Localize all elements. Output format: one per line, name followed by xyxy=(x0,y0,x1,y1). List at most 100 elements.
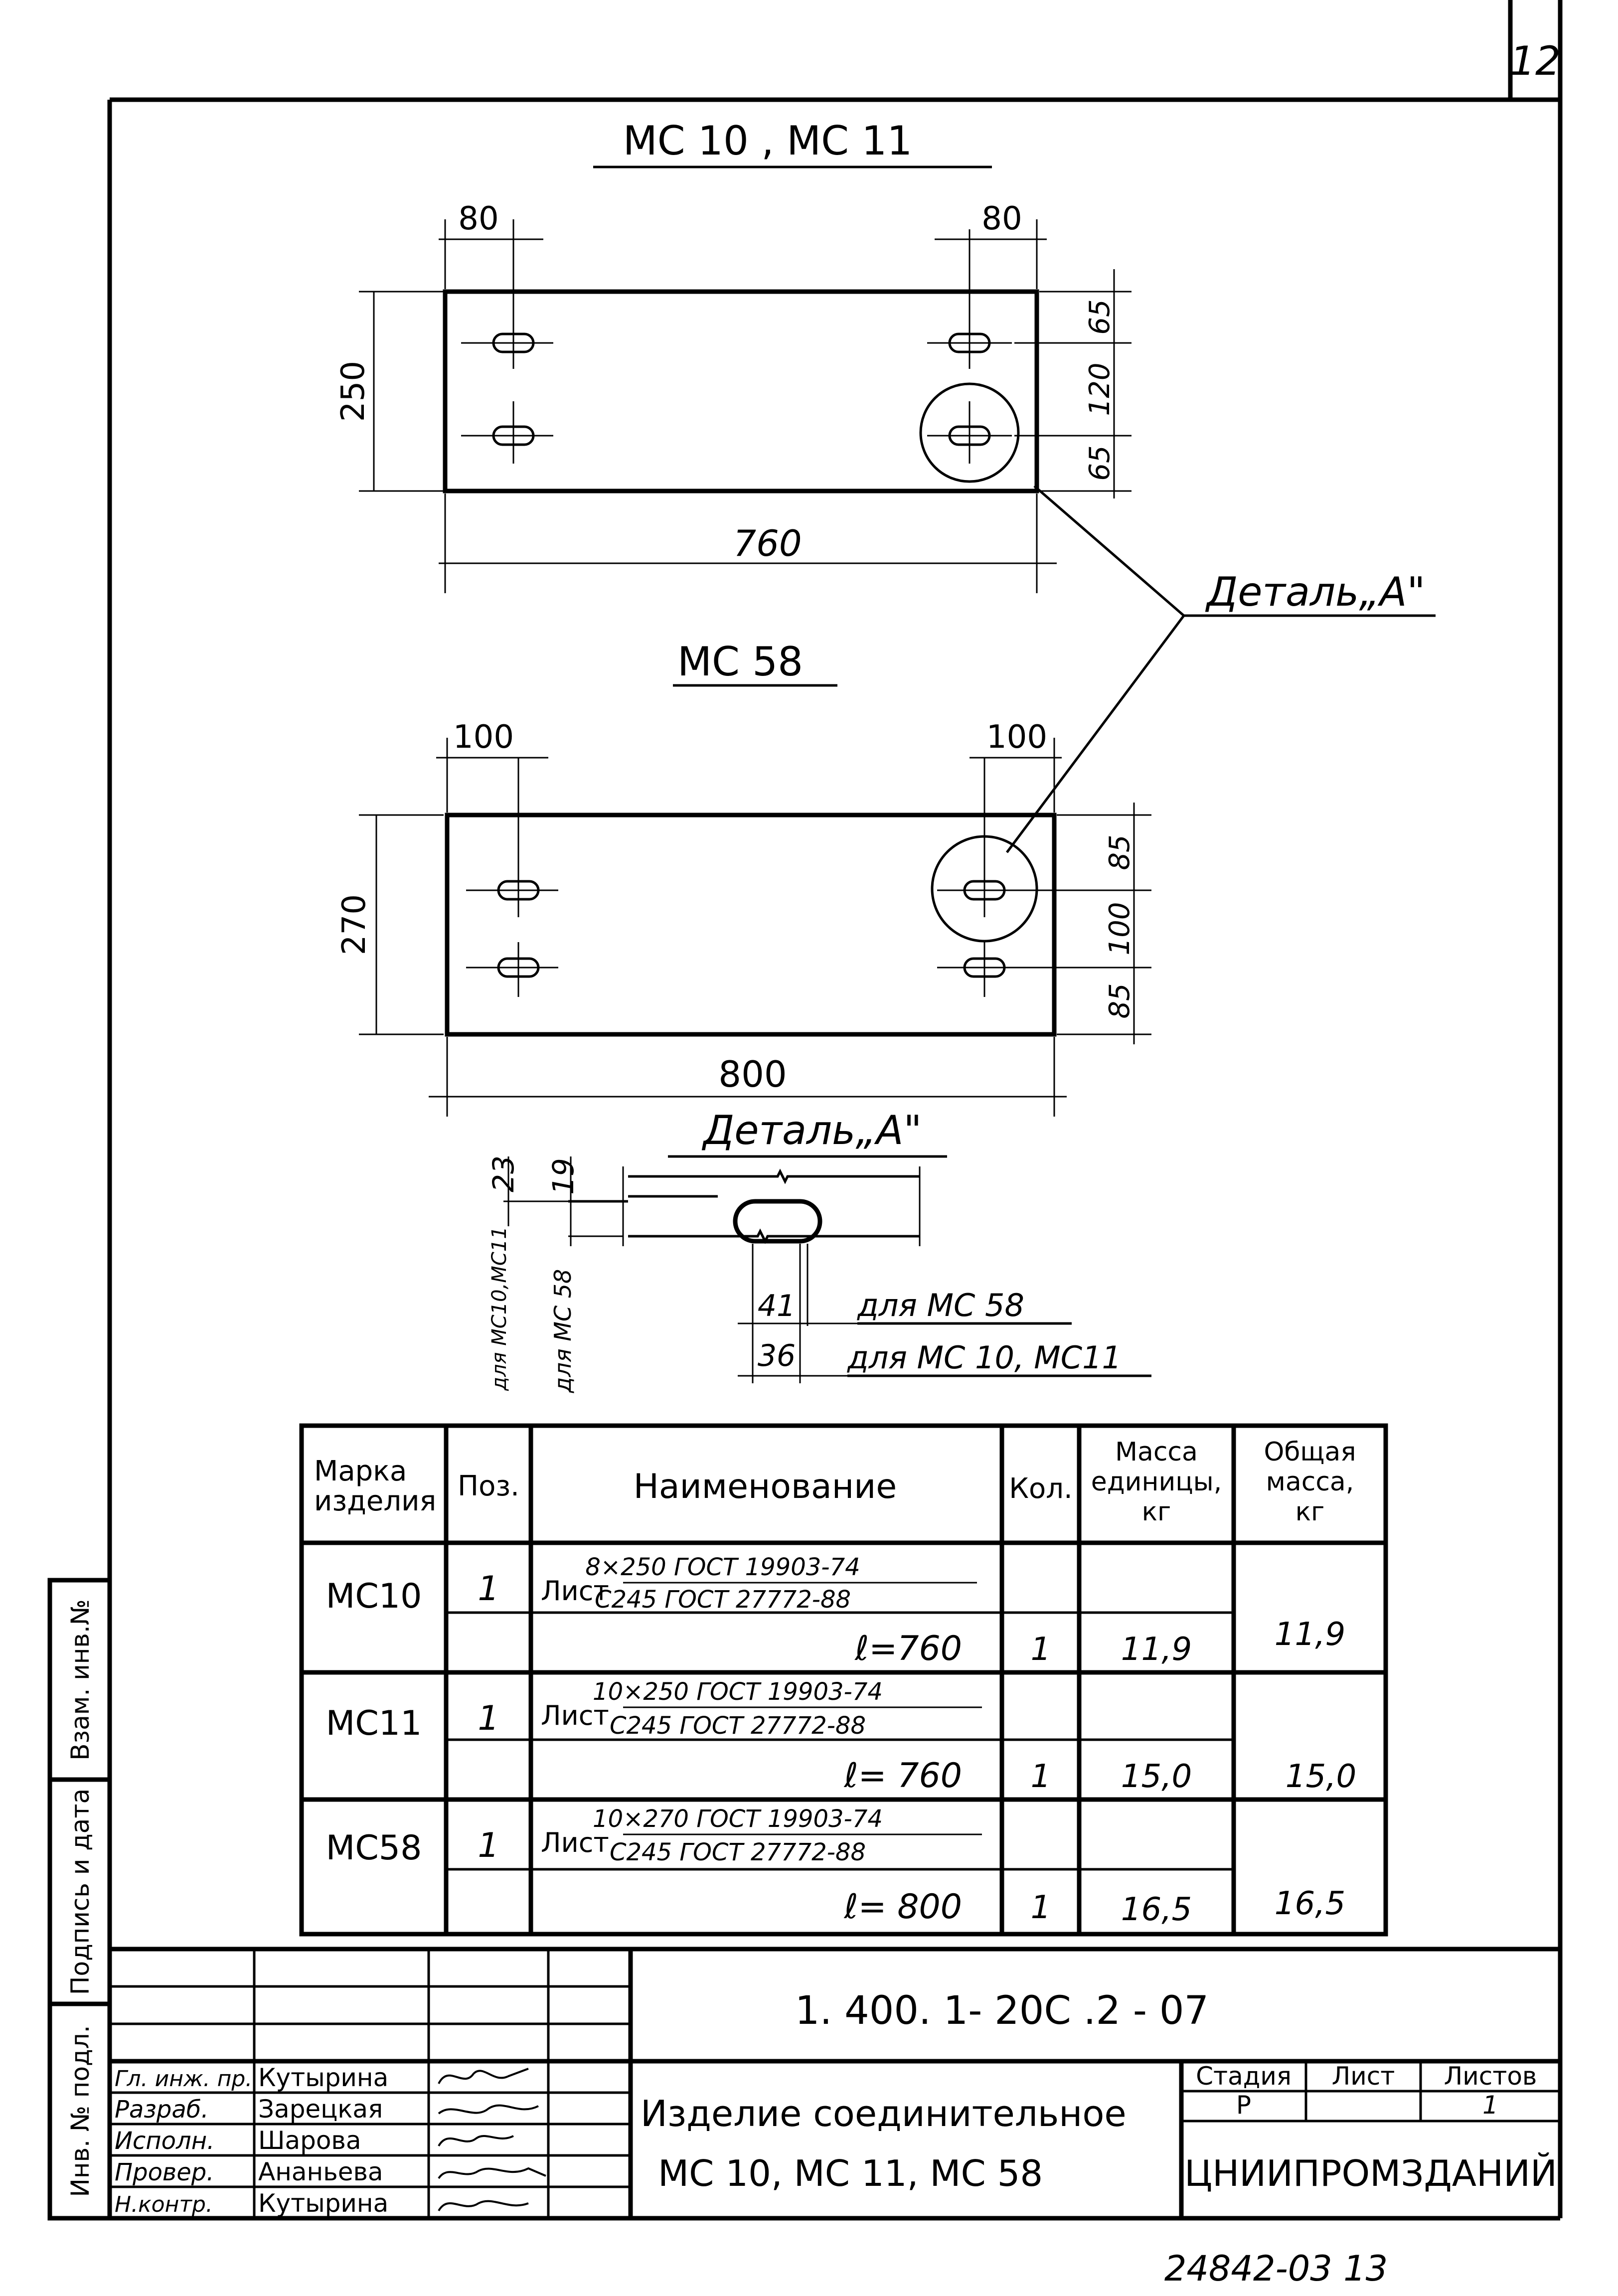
middle-dimension-lines xyxy=(359,738,1151,1117)
side-stamp-inv-podl: Инв. № подл. xyxy=(66,2025,95,2197)
row-mark: МС10 xyxy=(326,1577,422,1616)
top-detail-circle xyxy=(919,382,1020,483)
row-name-bottom: С245 ГОСТ 27772-88 xyxy=(610,1712,866,1740)
row-length: ℓ= 760 xyxy=(844,1756,962,1796)
row-unit-mass: 16,5 xyxy=(1121,1891,1192,1928)
detail-callout-label: Деталь„А" xyxy=(1205,569,1426,615)
role-label: Разраб. xyxy=(115,2096,209,2124)
row-pos: 1 xyxy=(478,1826,499,1865)
detail-note-36: для МС 10, МС11 xyxy=(847,1339,1122,1376)
detail-dim-23: 23 xyxy=(486,1155,520,1192)
top-dim-width: 760 xyxy=(733,522,802,564)
row-name-top: 8×250 ГОСТ 19903-74 xyxy=(585,1553,860,1581)
top-dim-r3: 65 xyxy=(1084,445,1116,481)
table-row: МС10 1 Лист 8×250 ГОСТ 19903-74 С245 ГОС… xyxy=(326,1553,1346,1668)
role-name: Кутырина xyxy=(258,2189,388,2218)
row-length: ℓ=760 xyxy=(854,1629,962,1668)
row-name-bottom: С245 ГОСТ 27772-88 xyxy=(595,1586,851,1614)
row-qty: 1 xyxy=(1031,1758,1051,1795)
row-length: ℓ= 800 xyxy=(844,1887,962,1927)
signature-scribbles xyxy=(438,2068,546,2212)
detail-slot xyxy=(733,1199,822,1244)
row-unit-mass: 11,9 xyxy=(1121,1631,1192,1668)
middle-detail-circle xyxy=(931,835,1038,943)
row-unit-mass: 15,0 xyxy=(1121,1758,1192,1795)
detail-dim-19: 19 xyxy=(546,1158,580,1195)
spec-table-grid xyxy=(299,1423,1388,1937)
top-dim-height: 250 xyxy=(335,361,372,422)
top-plate xyxy=(443,289,1039,493)
stage-label: Стадия xyxy=(1196,2062,1292,2091)
header-total-mass-line: Общая xyxy=(1264,1437,1356,1467)
header-name: Наименование xyxy=(634,1467,897,1506)
top-dim-right: 80 xyxy=(981,200,1022,237)
row-mark: МС58 xyxy=(326,1828,422,1868)
title-block-grid xyxy=(110,1947,1560,2218)
top-plate-slots xyxy=(461,229,1012,464)
row-name-prefix: Лист xyxy=(541,1575,609,1607)
top-dim-r1: 65 xyxy=(1084,299,1116,334)
role-name: Ананьева xyxy=(258,2157,383,2186)
side-stamp-podpis: Подпись и дата xyxy=(66,1789,95,1995)
row-qty: 1 xyxy=(1031,1889,1051,1926)
detail-a-leader-lines xyxy=(1005,485,1436,853)
page-number: 12 xyxy=(1510,38,1561,84)
middle-view-title: МС 58 xyxy=(677,639,803,685)
row-total-mass: 15,0 xyxy=(1286,1758,1357,1795)
header-pos: Поз. xyxy=(458,1470,519,1502)
role-label: Исполн. xyxy=(115,2127,214,2155)
detail-note-41: для МС 58 xyxy=(857,1287,1024,1323)
role-name: Шарова xyxy=(258,2126,361,2155)
middle-dim-r2: 100 xyxy=(1104,902,1136,956)
footer-number: 24842-03 13 xyxy=(1164,2248,1388,2289)
detail-lines xyxy=(503,1156,1151,1383)
sheets-label: Листов xyxy=(1444,2062,1537,2091)
item-name-line2: МС 10, МС 11, МС 58 xyxy=(658,2152,1043,2194)
middle-dim-right: 100 xyxy=(986,719,1047,756)
sheets-value: 1 xyxy=(1482,2091,1498,2120)
role-label: Провер. xyxy=(115,2158,214,2186)
top-dim-r2: 120 xyxy=(1084,363,1116,416)
row-total-mass: 11,9 xyxy=(1275,1616,1346,1653)
header-qty: Кол. xyxy=(1009,1473,1073,1505)
middle-dim-height: 270 xyxy=(336,894,373,955)
header-mark-line: Марка xyxy=(314,1455,407,1487)
row-pos: 1 xyxy=(478,1699,499,1738)
detail-title: Деталь„А" xyxy=(702,1107,922,1153)
side-stamp-inv-vzam: Взам. инв.№ xyxy=(66,1599,95,1761)
row-name-top: 10×270 ГОСТ 19903-74 xyxy=(593,1805,883,1833)
role-label: Н.контр. xyxy=(115,2192,213,2217)
detail-label-mc10: для МС10,МС11 xyxy=(488,1226,511,1391)
detail-dim-41: 41 xyxy=(758,1289,796,1323)
header-mark-line: изделия xyxy=(314,1485,436,1517)
middle-dim-width: 800 xyxy=(718,1053,787,1095)
header-unit-mass-line: единицы, xyxy=(1091,1467,1222,1497)
middle-plate xyxy=(445,813,1057,1037)
designation: 1. 400. 1- 20С .2 - 07 xyxy=(795,1988,1209,2033)
top-dim-left: 80 xyxy=(458,200,498,237)
middle-plate-slots xyxy=(466,758,1032,997)
role-name: Кутырина xyxy=(258,2063,388,2092)
role-label: Гл. инж. пр. xyxy=(115,2066,252,2092)
row-total-mass: 16,5 xyxy=(1275,1885,1346,1922)
organization: ЦНИИПРОМЗДАНИЙ xyxy=(1184,2152,1557,2194)
row-name-bottom: С245 ГОСТ 27772-88 xyxy=(610,1838,866,1866)
middle-dim-left: 100 xyxy=(453,719,514,756)
top-view-title: МС 10 , МС 11 xyxy=(623,118,913,164)
detail-dim-36: 36 xyxy=(758,1338,796,1373)
header-unit-mass-line: Масса xyxy=(1115,1437,1198,1467)
header-total-mass-line: кг xyxy=(1295,1497,1325,1527)
middle-dim-r3: 85 xyxy=(1104,983,1136,1018)
header-unit-mass-line: кг xyxy=(1142,1497,1171,1527)
page-frame-top xyxy=(110,0,1563,102)
table-row: МС58 1 Лист 10×270 ГОСТ 19903-74 С245 ГО… xyxy=(326,1805,1346,1928)
row-name-top: 10×250 ГОСТ 19903-74 xyxy=(593,1678,883,1706)
side-stamp-grid xyxy=(47,1578,112,2221)
table-row: МС11 1 Лист 10×250 ГОСТ 19903-74 С245 ГО… xyxy=(326,1678,1357,1796)
row-name-prefix: Лист xyxy=(541,1700,609,1731)
item-name-line1: Изделие соединительное xyxy=(641,2093,1127,2134)
row-name-prefix: Лист xyxy=(541,1827,609,1858)
